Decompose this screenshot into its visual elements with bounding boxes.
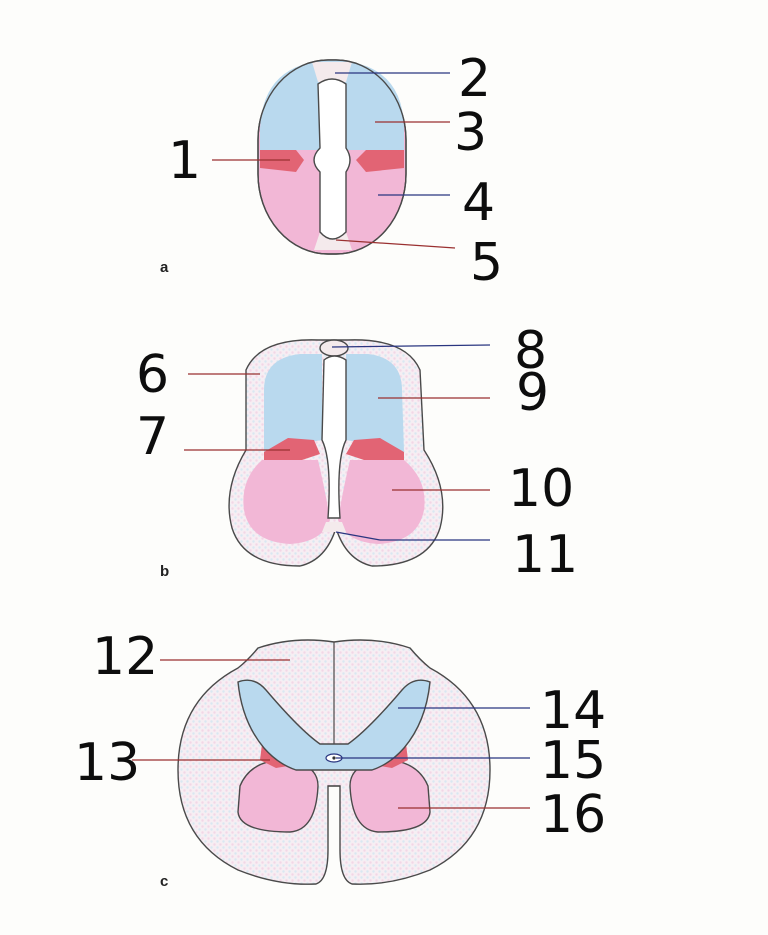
label-14: 14 bbox=[540, 681, 606, 741]
panel-b-basal-right bbox=[338, 460, 425, 544]
label-3: 3 bbox=[454, 103, 487, 163]
label-6: 6 bbox=[136, 345, 169, 405]
panel-b-roof-plate bbox=[319, 339, 349, 357]
panel-b-intermediate-right bbox=[346, 438, 404, 462]
panel-b-basal-left bbox=[243, 460, 330, 544]
label-1: 1 bbox=[168, 131, 201, 191]
panel-a-letter: a bbox=[160, 259, 169, 276]
label-2: 2 bbox=[458, 49, 491, 109]
panel-b-floor-plate bbox=[322, 522, 346, 532]
label-13: 13 bbox=[74, 733, 140, 793]
panel-c-basal-right bbox=[349, 759, 431, 833]
label-4: 4 bbox=[462, 173, 495, 233]
panel-a-central-canal bbox=[313, 78, 351, 240]
label-7: 7 bbox=[136, 407, 169, 467]
label-8: 8 bbox=[514, 321, 547, 381]
label-9: 9 bbox=[516, 363, 549, 423]
label-10: 10 bbox=[508, 459, 574, 519]
label-12: 12 bbox=[92, 627, 158, 687]
panel-c-alar-plate bbox=[237, 679, 431, 771]
label-15: 15 bbox=[540, 731, 606, 791]
panel-a-intermediate-right bbox=[356, 150, 404, 172]
panel-c-letter: c bbox=[160, 873, 168, 890]
panel-a-intermediate-left bbox=[260, 150, 304, 172]
panel-b: b bbox=[160, 339, 491, 580]
panel-b-alar-left bbox=[264, 354, 322, 452]
panel-a: a bbox=[160, 59, 456, 276]
panel-b-central-canal bbox=[321, 355, 347, 519]
panel-b-intermediate-left bbox=[264, 438, 320, 462]
label-11: 11 bbox=[512, 525, 578, 585]
panel-a-roof-plate bbox=[312, 62, 352, 82]
label-16: 16 bbox=[540, 785, 606, 845]
handwritten-labels: 1 2 3 4 5 6 7 8 9 10 11 12 13 14 15 16 bbox=[74, 49, 606, 845]
panel-b-letter: b bbox=[160, 563, 169, 580]
panel-c: c bbox=[132, 639, 530, 890]
panel-a-floor-plate bbox=[314, 232, 352, 250]
panel-c-basal-left bbox=[237, 759, 319, 833]
label-5: 5 bbox=[470, 233, 503, 293]
panel-b-alar-right bbox=[346, 354, 404, 452]
